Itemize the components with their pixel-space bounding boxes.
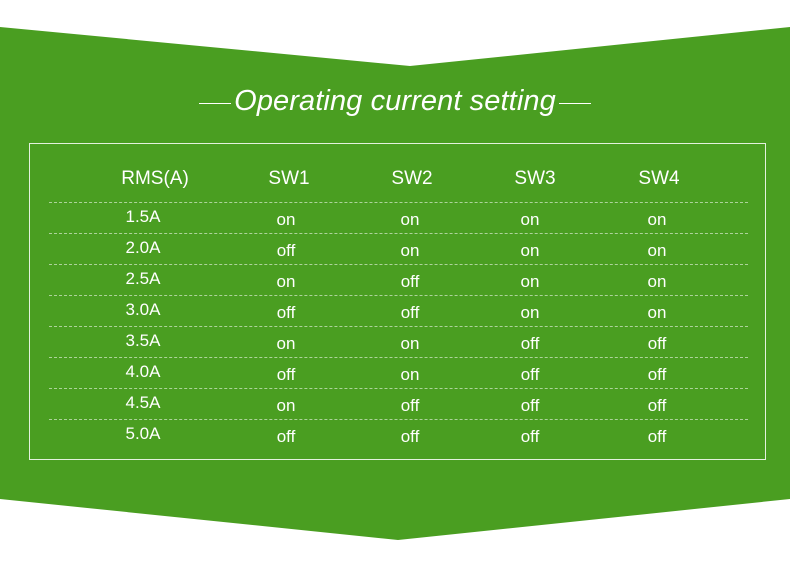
header-sw2: SW2 — [391, 168, 433, 189]
cell-sw1: on — [276, 334, 296, 353]
table-row: 4.5A on off off off — [49, 393, 748, 424]
cell-rms: 3.5A — [125, 331, 161, 350]
cell-sw3: on — [520, 210, 540, 229]
cell-sw3: off — [520, 334, 540, 353]
cell-sw4: on — [647, 303, 667, 322]
header-sw3: SW3 — [514, 168, 556, 189]
cell-sw2: off — [400, 427, 420, 446]
table-row: 1.5A on on on on — [49, 207, 748, 238]
table-row: 5.0A off off off off — [49, 424, 748, 455]
cell-rms: 4.0A — [125, 362, 161, 381]
row-separator — [49, 419, 748, 420]
title-right-rule — [558, 102, 591, 104]
cell-sw3: off — [520, 396, 540, 415]
page-title: Operating current setting — [234, 84, 556, 117]
cell-sw4: on — [647, 241, 667, 260]
row-separator — [49, 202, 748, 203]
table-row: 2.0A off on on on — [49, 238, 748, 269]
cell-sw1: off — [276, 303, 296, 322]
cell-rms: 1.5A — [125, 207, 161, 226]
table-header-row: RMS(A) SW1 SW2 SW3 SW4 — [49, 168, 748, 198]
cell-sw1: off — [276, 365, 296, 384]
title-row: Operating current setting — [0, 82, 790, 120]
cell-sw1: on — [276, 272, 296, 291]
cell-sw4: on — [647, 272, 667, 291]
cell-sw2: on — [400, 334, 420, 353]
row-separator — [49, 233, 748, 234]
row-separator — [49, 326, 748, 327]
green-banner-shape — [0, 27, 790, 540]
header-sw1: SW1 — [268, 168, 310, 189]
cell-sw3: on — [520, 272, 540, 291]
cell-sw3: off — [520, 427, 540, 446]
cell-sw4: off — [647, 427, 667, 446]
header-rms: RMS(A) — [121, 168, 189, 189]
table-row: 3.0A off off on on — [49, 300, 748, 331]
cell-sw1: off — [276, 241, 296, 260]
table-row: 4.0A off on off off — [49, 362, 748, 393]
cell-rms: 2.5A — [125, 269, 161, 288]
cell-sw3: on — [520, 303, 540, 322]
cell-sw1: off — [276, 427, 296, 446]
row-separator — [49, 264, 748, 265]
cell-rms: 4.5A — [125, 393, 161, 412]
cell-sw2: on — [400, 365, 420, 384]
table-row: 2.5A on off on on — [49, 269, 748, 300]
cell-sw2: off — [400, 396, 420, 415]
cell-rms: 2.0A — [125, 238, 161, 257]
row-separator — [49, 295, 748, 296]
cell-sw3: off — [520, 365, 540, 384]
cell-sw2: on — [400, 210, 420, 229]
row-separator — [49, 388, 748, 389]
row-separator — [49, 357, 748, 358]
cell-sw4: on — [647, 210, 667, 229]
cell-sw2: off — [400, 272, 420, 291]
cell-sw1: on — [276, 210, 296, 229]
cell-sw2: off — [400, 303, 420, 322]
title-left-rule — [199, 102, 232, 104]
cell-rms: 5.0A — [125, 424, 161, 443]
cell-sw4: off — [647, 365, 667, 384]
cell-rms: 3.0A — [125, 300, 161, 319]
current-setting-table: RMS(A) SW1 SW2 SW3 SW4 1.5A on on on on 2.0A o… — [29, 143, 766, 460]
table-row: 3.5A on on off off — [49, 331, 748, 362]
cell-sw4: off — [647, 396, 667, 415]
cell-sw3: on — [520, 241, 540, 260]
header-sw4: SW4 — [638, 168, 680, 189]
cell-sw2: on — [400, 241, 420, 260]
cell-sw1: on — [276, 396, 296, 415]
cell-sw4: off — [647, 334, 667, 353]
